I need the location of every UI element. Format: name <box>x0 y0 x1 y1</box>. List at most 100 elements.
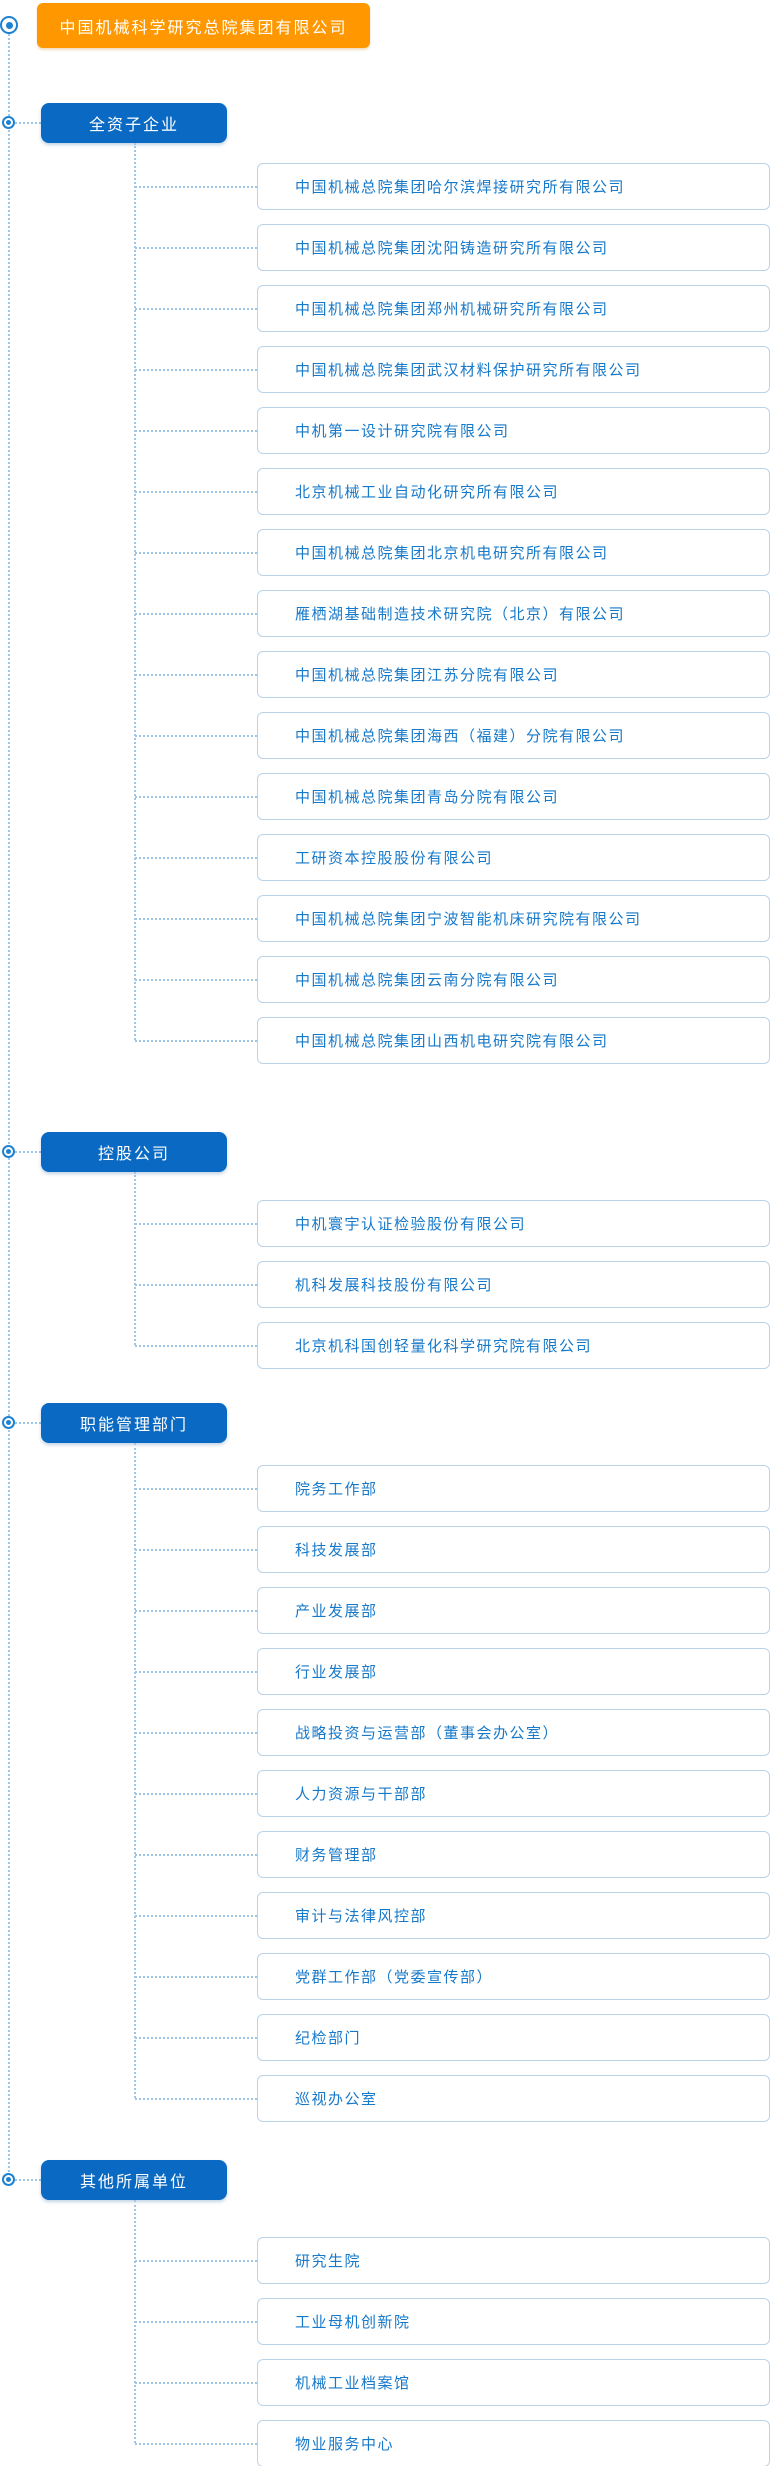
section-dotted-vline <box>134 1172 136 1345</box>
trunk-dotted-line <box>8 34 10 2180</box>
org-node[interactable]: 中国机械总院集团江苏分院有限公司 <box>257 651 770 698</box>
org-node[interactable]: 中机第一设计研究院有限公司 <box>257 407 770 454</box>
org-node[interactable]: 中国机械总院集团沈阳铸造研究所有限公司 <box>257 224 770 271</box>
org-node[interactable]: 产业发展部 <box>257 1587 770 1634</box>
org-node[interactable]: 中国机械总院集团哈尔滨焊接研究所有限公司 <box>257 163 770 210</box>
dotted-connector-line <box>135 1039 257 1042</box>
tree-item-row: 行业发展部 <box>135 1648 770 1695</box>
radio-bullet-icon <box>2 1145 15 1158</box>
org-node[interactable]: 研究生院 <box>257 2237 770 2284</box>
dotted-connector-line <box>135 1914 257 1917</box>
org-node[interactable]: 战略投资与运营部（董事会办公室） <box>257 1709 770 1756</box>
org-node[interactable]: 审计与法律风控部 <box>257 1892 770 1939</box>
tree-item-row: 党群工作部（党委宣传部） <box>135 1953 770 2000</box>
dotted-connector-line <box>135 1222 257 1225</box>
org-node[interactable]: 纪检部门 <box>257 2014 770 2061</box>
radio-bullet-icon <box>0 16 18 34</box>
tree-item-row: 机科发展科技股份有限公司 <box>135 1261 770 1308</box>
dotted-connector-line <box>135 917 257 920</box>
tree-item-row: 纪检部门 <box>135 2014 770 2061</box>
tree-item-row: 研究生院 <box>135 2237 770 2284</box>
dotted-connector-line <box>135 612 257 615</box>
org-node[interactable]: 中国机械总院集团山西机电研究院有限公司 <box>257 1017 770 1064</box>
section-header[interactable]: 控股公司 <box>41 1132 227 1172</box>
section-header[interactable]: 其他所属单位 <box>41 2160 227 2200</box>
org-node[interactable]: 行业发展部 <box>257 1648 770 1695</box>
tree-item-row: 物业服务中心 <box>135 2420 770 2466</box>
dotted-connector-line <box>135 1609 257 1612</box>
dotted-connector-line <box>15 1422 41 1424</box>
dotted-connector-line <box>135 795 257 798</box>
section-dotted-vline <box>134 1443 136 2098</box>
dotted-connector-line <box>135 185 257 188</box>
root-node[interactable]: 中国机械科学研究总院集团有限公司 <box>37 3 370 48</box>
tree-item-row: 中国机械总院集团哈尔滨焊接研究所有限公司 <box>135 163 770 210</box>
tree-item-row: 中国机械总院集团山西机电研究院有限公司 <box>135 1017 770 1064</box>
dotted-connector-line <box>135 673 257 676</box>
org-node[interactable]: 中国机械总院集团宁波智能机床研究院有限公司 <box>257 895 770 942</box>
dotted-connector-line <box>135 429 257 432</box>
dotted-connector-line <box>135 1975 257 1978</box>
tree-item-row: 产业发展部 <box>135 1587 770 1634</box>
org-node[interactable]: 巡视办公室 <box>257 2075 770 2122</box>
dotted-connector-line <box>135 307 257 310</box>
dotted-connector-line <box>135 1344 257 1347</box>
tree-item-row: 中国机械总院集团云南分院有限公司 <box>135 956 770 1003</box>
dotted-connector-line <box>135 2259 257 2262</box>
dotted-connector-line <box>135 1853 257 1856</box>
org-node[interactable]: 物业服务中心 <box>257 2420 770 2466</box>
org-node[interactable]: 科技发展部 <box>257 1526 770 1573</box>
tree-item-row: 人力资源与干部部 <box>135 1770 770 1817</box>
org-node[interactable]: 工业母机创新院 <box>257 2298 770 2345</box>
tree-item-row: 科技发展部 <box>135 1526 770 1573</box>
org-node[interactable]: 工研资本控股股份有限公司 <box>257 834 770 881</box>
tree-item-row: 中国机械总院集团宁波智能机床研究院有限公司 <box>135 895 770 942</box>
dotted-connector-line <box>135 734 257 737</box>
tree-item-row: 中国机械总院集团郑州机械研究所有限公司 <box>135 285 770 332</box>
tree-item-row: 审计与法律风控部 <box>135 1892 770 1939</box>
radio-bullet-icon <box>2 1416 15 1429</box>
tree-item-row: 中机第一设计研究院有限公司 <box>135 407 770 454</box>
section-header[interactable]: 职能管理部门 <box>41 1403 227 1443</box>
dotted-connector-line <box>135 246 257 249</box>
dotted-connector-line <box>135 2097 257 2100</box>
org-node[interactable]: 北京机械工业自动化研究所有限公司 <box>257 468 770 515</box>
tree-item-row: 北京机科国创轻量化科学研究院有限公司 <box>135 1322 770 1369</box>
org-node[interactable]: 党群工作部（党委宣传部） <box>257 1953 770 2000</box>
dotted-connector-line <box>135 368 257 371</box>
tree-item-row: 战略投资与运营部（董事会办公室） <box>135 1709 770 1756</box>
org-node[interactable]: 中机寰宇认证检验股份有限公司 <box>257 1200 770 1247</box>
org-node[interactable]: 人力资源与干部部 <box>257 1770 770 1817</box>
tree-item-row: 院务工作部 <box>135 1465 770 1512</box>
dotted-connector-line <box>15 122 41 124</box>
tree-item-row: 中国机械总院集团青岛分院有限公司 <box>135 773 770 820</box>
section-items: 院务工作部 科技发展部 产业发展部 行业发展部 战略投资与运营部（董事会办公室）… <box>135 1465 770 2122</box>
section-items: 中机寰宇认证检验股份有限公司 机科发展科技股份有限公司 北京机科国创轻量化科学研… <box>135 1200 770 1369</box>
dotted-connector-line <box>135 1731 257 1734</box>
dotted-connector-line <box>135 1283 257 1286</box>
dotted-connector-line <box>135 2381 257 2384</box>
org-node[interactable]: 中国机械总院集团北京机电研究所有限公司 <box>257 529 770 576</box>
dotted-connector-line <box>15 2179 41 2181</box>
org-node[interactable]: 中国机械总院集团青岛分院有限公司 <box>257 773 770 820</box>
tree-item-row: 财务管理部 <box>135 1831 770 1878</box>
tree-item-row: 雁栖湖基础制造技术研究院（北京）有限公司 <box>135 590 770 637</box>
org-node[interactable]: 中国机械总院集团海西（福建）分院有限公司 <box>257 712 770 759</box>
dotted-connector-line <box>135 2442 257 2445</box>
tree-item-row: 中国机械总院集团江苏分院有限公司 <box>135 651 770 698</box>
tree-item-row: 巡视办公室 <box>135 2075 770 2122</box>
org-node[interactable]: 机科发展科技股份有限公司 <box>257 1261 770 1308</box>
tree-item-row: 工研资本控股股份有限公司 <box>135 834 770 881</box>
org-node[interactable]: 机械工业档案馆 <box>257 2359 770 2406</box>
org-node[interactable]: 中国机械总院集团云南分院有限公司 <box>257 956 770 1003</box>
org-node[interactable]: 北京机科国创轻量化科学研究院有限公司 <box>257 1322 770 1369</box>
org-node[interactable]: 雁栖湖基础制造技术研究院（北京）有限公司 <box>257 590 770 637</box>
dotted-connector-line <box>135 856 257 859</box>
org-node[interactable]: 中国机械总院集团郑州机械研究所有限公司 <box>257 285 770 332</box>
org-node[interactable]: 中国机械总院集团武汉材料保护研究所有限公司 <box>257 346 770 393</box>
org-node[interactable]: 院务工作部 <box>257 1465 770 1512</box>
org-node[interactable]: 财务管理部 <box>257 1831 770 1878</box>
tree-item-row: 工业母机创新院 <box>135 2298 770 2345</box>
section-header[interactable]: 全资子企业 <box>41 103 227 143</box>
tree-item-row: 中国机械总院集团北京机电研究所有限公司 <box>135 529 770 576</box>
